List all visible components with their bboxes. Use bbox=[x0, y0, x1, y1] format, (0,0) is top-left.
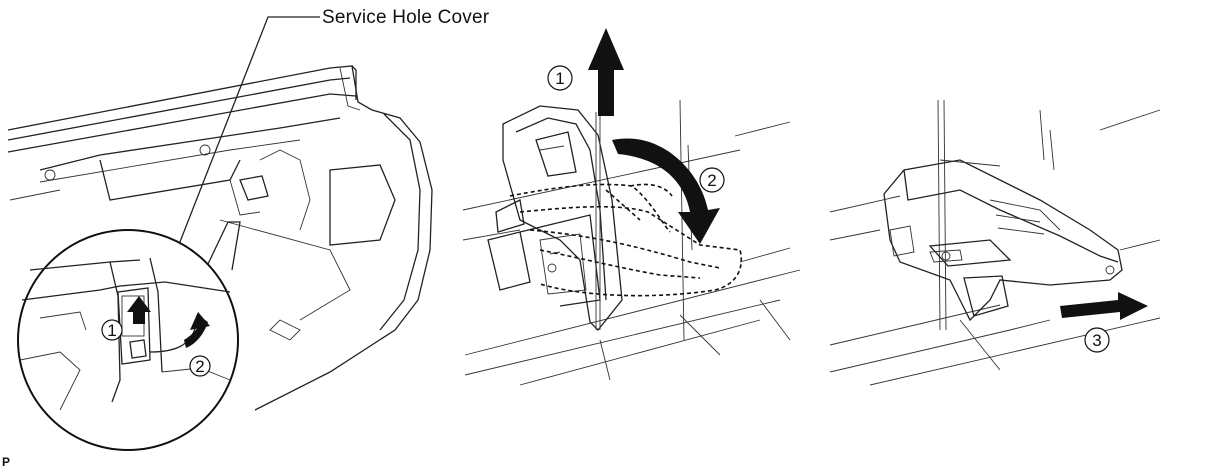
step-number: 1 bbox=[107, 321, 116, 340]
service-hole-cover-label: Service Hole Cover bbox=[322, 7, 490, 28]
rotate-arrow-icon bbox=[612, 138, 720, 244]
step-number: 3 bbox=[1092, 331, 1101, 350]
right-arrow-icon bbox=[1060, 292, 1148, 320]
panel-pull-out: 3 bbox=[829, 99, 1161, 386]
up-arrow-icon bbox=[127, 296, 151, 324]
up-arrow-icon bbox=[588, 28, 624, 116]
step-number: 1 bbox=[555, 69, 564, 88]
step-number: 2 bbox=[707, 171, 716, 190]
panel-trunk-view: 1 2 bbox=[7, 16, 433, 451]
panel-lift-rotate: 1 2 bbox=[462, 28, 801, 386]
detail-circle-content bbox=[19, 257, 231, 411]
step-number: 2 bbox=[195, 357, 204, 376]
page-mark: P bbox=[2, 455, 11, 469]
